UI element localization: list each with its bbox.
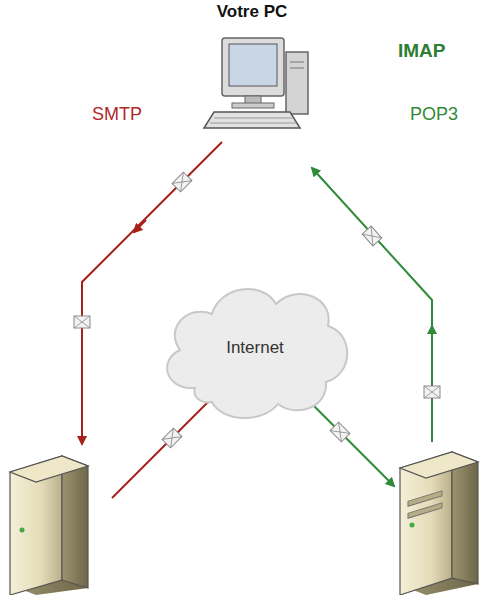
envelope-icons [74,172,440,448]
internet-cloud: Internet [150,268,360,428]
node-text: Votre PC [217,2,288,22]
pc-label: Votre PC [196,2,308,30]
node-text: Internet [226,338,284,358]
protocol-label: POP3 [410,104,458,125]
pop3-imap-server [400,452,478,595]
smtp-server [10,456,88,595]
pc-icon [204,38,308,128]
protocol-label: IMAP [398,40,446,62]
protocol-label: SMTP [92,104,142,125]
